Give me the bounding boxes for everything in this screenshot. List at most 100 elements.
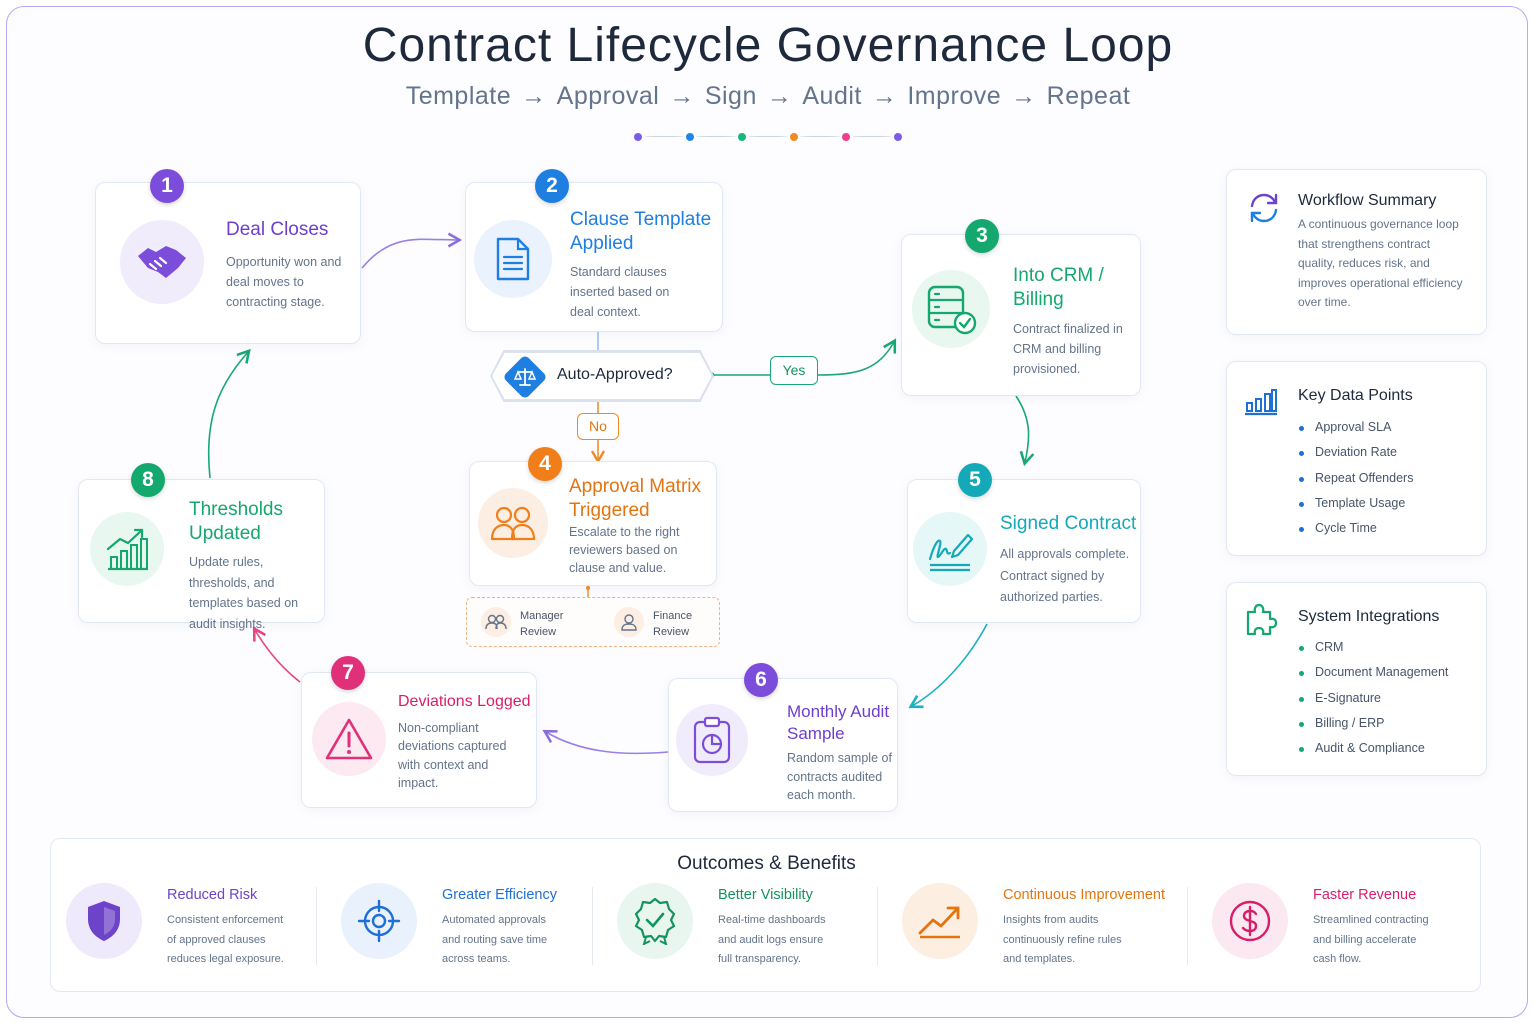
step-title: Monthly Audit Sample: [787, 702, 890, 743]
list-item: Billing / ERP: [1298, 711, 1448, 736]
step-title: Into CRM / Billing: [1013, 265, 1104, 310]
dot-connector: [852, 136, 892, 138]
outcome-separator: [1187, 887, 1188, 965]
step-desc: Standard clauses inserted based on deal …: [570, 265, 670, 319]
progress-dot: [894, 133, 902, 141]
users-icon: [478, 488, 548, 558]
progress-dot: [790, 133, 798, 141]
list-item: CRM: [1298, 635, 1448, 660]
puzzle-icon: [1246, 603, 1278, 636]
dot-connector: [748, 136, 788, 138]
step-badge-6: 6: [744, 663, 778, 697]
flow-step-approval: Approval: [556, 82, 660, 110]
step-desc: Escalate to the right reviewers based on…: [569, 525, 680, 575]
step-badge-2: 2: [535, 169, 569, 203]
outcome-desc: Insights from audits continuously refine…: [1003, 914, 1122, 965]
flow-arrow: →: [871, 82, 898, 110]
badge-check-icon: [617, 883, 693, 959]
flow-subtitle: Template→Approval→Sign→Audit→Improve→Rep…: [0, 82, 1536, 111]
warning-icon: [312, 702, 386, 776]
flow-arrow: →: [521, 82, 547, 110]
progress-dots: [0, 128, 1536, 146]
outcome-desc: Real-time dashboards and audit logs ensu…: [718, 914, 826, 965]
flow-step-sign: Sign: [704, 82, 757, 110]
refresh-icon: [1250, 193, 1278, 223]
step-title: Thresholds Updated: [189, 499, 283, 544]
step-title: Signed Contract: [1000, 513, 1137, 534]
list-item: E-Signature: [1298, 686, 1448, 711]
no-label: No: [577, 413, 619, 440]
step-title: Deal Closes: [226, 219, 329, 240]
outcome-separator: [316, 887, 317, 965]
list-item: Template Usage: [1298, 491, 1413, 516]
step-desc: Opportunity won and deal moves to contra…: [226, 255, 342, 309]
step-desc: All approvals complete. Contract signed …: [1000, 547, 1130, 604]
finance-review-label: Finance Review: [653, 610, 693, 638]
integrations-title: System Integrations: [1298, 608, 1440, 625]
list-item: Repeat Offenders: [1298, 466, 1413, 491]
users-icon: [481, 607, 511, 637]
progress-dot: [842, 133, 850, 141]
data-points-title: Key Data Points: [1298, 387, 1413, 404]
target-icon: [341, 883, 417, 959]
step-badge-5: 5: [958, 463, 992, 497]
database-check-icon: [912, 270, 990, 348]
outcome-separator: [592, 887, 593, 965]
step-title: Clause Template Applied: [570, 209, 712, 254]
list-item: Approval SLA: [1298, 415, 1413, 440]
outcome-separator: [877, 887, 878, 965]
flow-step-improve: Improve: [907, 82, 1002, 110]
outcome-title: Better Visibility: [718, 887, 813, 903]
manager-review-label: Manager Review: [520, 610, 564, 638]
list-item: Audit & Compliance: [1298, 736, 1448, 761]
decision-label: Auto-Approved?: [557, 366, 673, 383]
step-badge-3: 3: [965, 219, 999, 253]
growth-chart-icon: [90, 512, 164, 586]
flow-step-audit: Audit: [802, 82, 862, 110]
shield-icon: [66, 883, 142, 959]
flow-arrow: →: [669, 82, 695, 110]
document-icon: [474, 220, 552, 298]
list-item: Deviation Rate: [1298, 440, 1413, 465]
outcome-title: Continuous Improvement: [1003, 887, 1165, 903]
outcome-title: Greater Efficiency: [442, 887, 557, 903]
step-desc: Update rules, thresholds, and templates …: [189, 555, 299, 631]
scales-icon: [513, 368, 537, 386]
step-badge-1: 1: [150, 169, 184, 203]
clipboard-chart-icon: [676, 704, 748, 776]
progress-dot: [634, 133, 642, 141]
step-desc: Contract finalized in CRM and billing pr…: [1013, 322, 1123, 376]
list-item: Cycle Time: [1298, 516, 1413, 541]
handshake-icon: [120, 220, 204, 304]
step-badge-4: 4: [528, 447, 562, 481]
outcome-title: Reduced Risk: [167, 887, 258, 903]
outcome-desc: Automated approvals and routing save tim…: [442, 914, 548, 965]
step-desc: Non-compliant deviations captured with c…: [398, 721, 507, 790]
flow-arrow: →: [1011, 82, 1037, 110]
trend-up-icon: [902, 883, 978, 959]
page-title: Contract Lifecycle Governance Loop: [362, 19, 1174, 72]
flow-step-template: Template: [405, 82, 512, 110]
outcomes-title: Outcomes & Benefits: [677, 853, 856, 874]
list-item: Document Management: [1298, 660, 1448, 685]
dot-connector: [696, 136, 736, 138]
step-desc: Random sample of contracts audited each …: [787, 751, 892, 802]
step-title: Deviations Logged: [398, 693, 531, 710]
dot-connector: [644, 136, 684, 138]
step-title: Approval Matrix Triggered: [569, 476, 701, 521]
step-badge-7: 7: [331, 656, 365, 690]
signature-icon: [913, 512, 987, 586]
outcome-desc: Streamlined contracting and billing acce…: [1313, 914, 1429, 965]
dot-connector: [800, 136, 840, 138]
bar-chart-icon: [1245, 389, 1277, 416]
yes-label: Yes: [770, 356, 818, 385]
outcome-desc: Consistent enforcement of approved claus…: [167, 914, 284, 965]
